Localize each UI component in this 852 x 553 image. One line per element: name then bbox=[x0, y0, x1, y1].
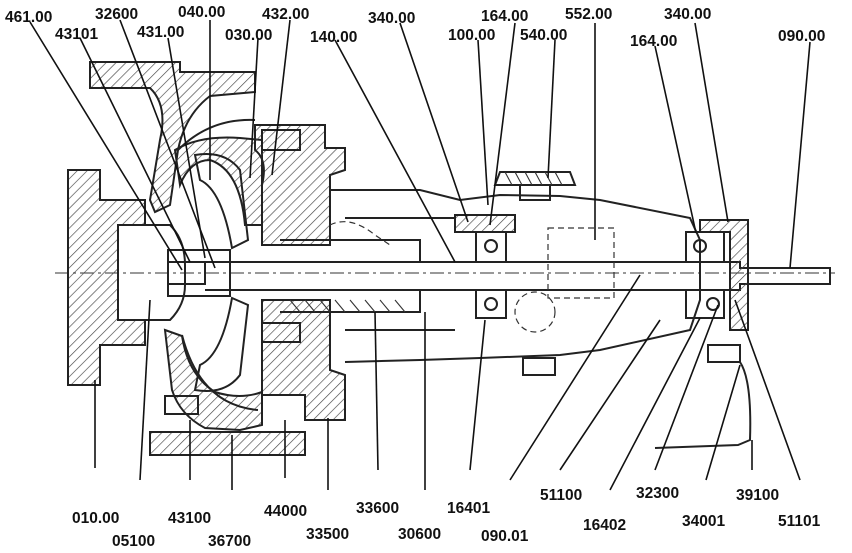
label-44000: 44000 bbox=[264, 503, 307, 520]
oil-level-window bbox=[547, 227, 615, 299]
label-16401: 16401 bbox=[447, 500, 490, 517]
label-461-00: 461.00 bbox=[5, 9, 52, 26]
casing-foot bbox=[149, 431, 306, 456]
seal-rings bbox=[289, 299, 406, 313]
label-040-00: 040.00 bbox=[178, 4, 225, 21]
label-164-00-b: 164.00 bbox=[630, 33, 677, 50]
seal-dashed bbox=[329, 221, 391, 246]
label-16402: 16402 bbox=[583, 517, 626, 534]
cover-bolt-upper bbox=[261, 129, 301, 151]
ball-inner-top bbox=[484, 239, 498, 253]
oil-chamber bbox=[514, 291, 556, 333]
label-164-00-a: 164.00 bbox=[481, 8, 528, 25]
label-432-00: 432.00 bbox=[262, 6, 309, 23]
label-30600: 30600 bbox=[398, 526, 441, 543]
leader-lines bbox=[29, 19, 811, 491]
top-labels: 461.00 32600 040.00 432.00 43101 431.00 … bbox=[5, 4, 825, 50]
bearing-cover-left bbox=[454, 214, 516, 233]
label-34001: 34001 bbox=[682, 513, 725, 530]
label-030-00: 030.00 bbox=[225, 27, 272, 44]
label-51100: 51100 bbox=[540, 487, 582, 504]
casing-cover-lower bbox=[261, 299, 346, 421]
label-140-00: 140.00 bbox=[310, 29, 357, 46]
cover-bolt-lower bbox=[261, 322, 301, 343]
ball-outer-top bbox=[693, 239, 707, 253]
label-32300: 32300 bbox=[636, 485, 679, 502]
label-340-00-a: 340.00 bbox=[368, 10, 415, 27]
label-43101: 43101 bbox=[55, 26, 98, 43]
label-010-00: 010.00 bbox=[72, 510, 119, 527]
label-43100: 43100 bbox=[168, 510, 211, 527]
pump-drawing bbox=[55, 61, 835, 456]
bracket-inner bbox=[345, 217, 455, 331]
ball-outer-bottom bbox=[706, 297, 720, 311]
label-552-00: 552.00 bbox=[565, 6, 612, 23]
label-33600: 33600 bbox=[356, 500, 399, 517]
drain-plug bbox=[522, 357, 556, 376]
cap-knurl bbox=[504, 171, 563, 186]
bracket-foot bbox=[654, 344, 752, 449]
label-05100: 05100 bbox=[112, 533, 155, 550]
oil-fill-cap bbox=[493, 171, 577, 201]
label-090-01: 090.01 bbox=[481, 528, 529, 545]
casing-foot-bolt bbox=[164, 395, 199, 415]
bearing-inner-left bbox=[475, 231, 507, 319]
volute-casing-body bbox=[173, 136, 263, 226]
label-431-00: 431.00 bbox=[137, 24, 184, 41]
impeller-nut bbox=[167, 261, 206, 285]
label-540-00: 540.00 bbox=[520, 27, 567, 44]
bottom-labels: 010.00 05100 43100 36700 44000 33500 336… bbox=[72, 485, 821, 550]
label-090-00: 090.00 bbox=[778, 28, 825, 45]
volute-scroll bbox=[177, 118, 259, 411]
label-36700: 36700 bbox=[208, 533, 251, 550]
label-33500: 33500 bbox=[306, 526, 349, 543]
casing-cover-upper bbox=[254, 124, 346, 246]
mechanical-seal bbox=[280, 239, 421, 313]
label-39100: 39100 bbox=[736, 487, 779, 504]
label-100-00: 100.00 bbox=[448, 27, 495, 44]
label-340-00-b: 340.00 bbox=[664, 6, 711, 23]
suction-flange bbox=[67, 169, 146, 386]
impeller bbox=[193, 153, 250, 392]
label-51101: 51101 bbox=[778, 513, 821, 530]
label-32600: 32600 bbox=[95, 6, 138, 23]
ball-inner-bottom bbox=[484, 297, 498, 311]
